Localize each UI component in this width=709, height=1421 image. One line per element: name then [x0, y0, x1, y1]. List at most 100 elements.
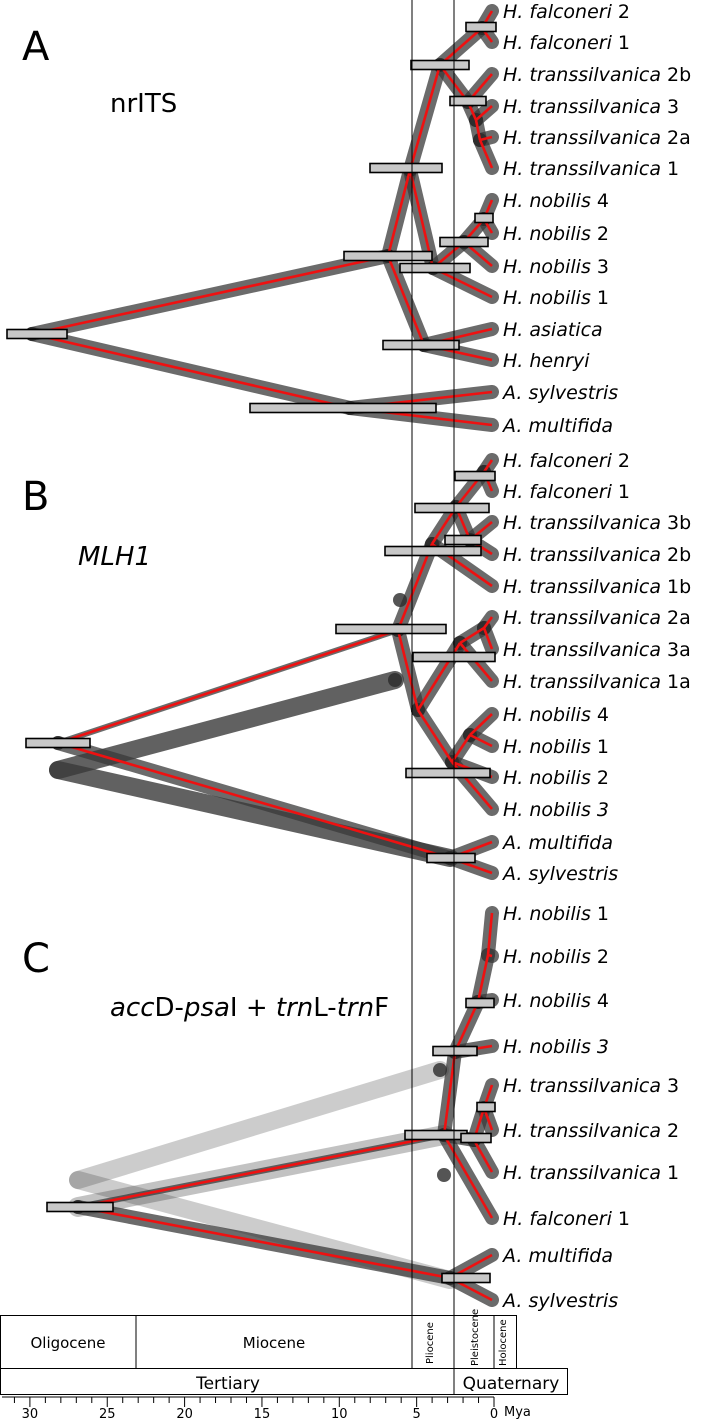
- consensus-branch: [479, 135, 493, 142]
- taxon-species: henryi: [529, 350, 590, 372]
- node-dot: [437, 1168, 451, 1182]
- taxon-species: nobilis: [529, 190, 591, 212]
- taxon-suffix: 3a: [661, 639, 691, 661]
- taxon-species: transsilvanica: [529, 1162, 661, 1184]
- taxon-label: H. nobilis 3: [503, 256, 609, 278]
- taxon-genus: H.: [503, 319, 529, 341]
- taxon-label: H. nobilis 1: [503, 287, 609, 309]
- node-age-bar: [444, 534, 482, 546]
- consensus-branch: [476, 954, 490, 1003]
- taxon-genus: H.: [503, 704, 529, 726]
- taxon-label: H. falconeri 1: [503, 1208, 630, 1230]
- taxon-suffix: 2: [591, 946, 609, 968]
- taxon-species: falconeri: [529, 32, 612, 54]
- taxon-species: nobilis: [529, 287, 591, 309]
- taxon-label: H. transsilvanica 3a: [503, 639, 691, 661]
- taxon-species: transsilvanica: [529, 576, 661, 598]
- taxon-label: H. nobilis 2: [503, 223, 609, 245]
- taxon-species: transsilvanica: [529, 1075, 661, 1097]
- taxon-genus: H.: [503, 32, 529, 54]
- consensus-branch: [486, 912, 494, 956]
- taxon-species: falconeri: [529, 450, 612, 472]
- taxon-suffix: 2: [612, 1, 630, 23]
- taxon-label: H. transsilvanica 2b: [503, 64, 691, 86]
- taxon-genus: H.: [503, 223, 529, 245]
- taxon-suffix: 1: [661, 1162, 679, 1184]
- panel-c-title-part: trn: [276, 993, 313, 1023]
- consensus-branch: [453, 1001, 480, 1053]
- taxon-genus: H.: [503, 576, 529, 598]
- taxon-genus: H.: [503, 158, 529, 180]
- taxon-label: H. nobilis 2: [503, 946, 609, 968]
- consensus-branch: [482, 616, 494, 629]
- taxon-genus: H.: [503, 736, 529, 758]
- panel-b-title: MLH1: [78, 542, 151, 572]
- consensus-branch: [482, 627, 494, 650]
- node-age-bar: [465, 21, 497, 33]
- consensus-branch: [386, 169, 412, 257]
- taxon-label: H. transsilvanica 2: [503, 1120, 679, 1142]
- taxon-genus: H.: [503, 1036, 529, 1058]
- epoch-pleistocene: Pleistocene: [470, 1309, 481, 1366]
- taxon-genus: A.: [501, 832, 528, 854]
- consensus-branch: [416, 709, 454, 763]
- node-age-bar: [369, 162, 443, 174]
- period-quaternary: Quaternary: [463, 1374, 560, 1394]
- node-age-bar: [410, 59, 470, 71]
- period-row: [0, 1368, 568, 1395]
- taxon-label: H. falconeri 1: [503, 481, 630, 503]
- taxon-label: H. transsilvanica 2b: [503, 544, 691, 566]
- taxon-genus: A.: [501, 382, 528, 404]
- node-age-bar: [474, 212, 494, 224]
- panel-c-title-part: L-: [313, 993, 336, 1023]
- consensus-branch: [408, 64, 442, 171]
- taxon-species: transsilvanica: [529, 512, 661, 534]
- taxon-suffix: 1: [612, 32, 630, 54]
- taxon-label: H. falconeri 2: [503, 450, 630, 472]
- taxon-label: H. nobilis 4: [503, 990, 609, 1012]
- taxon-suffix: 1a: [661, 671, 691, 693]
- taxon-genus: H.: [503, 450, 529, 472]
- panel-c-title: accD-psaI + trnL-trnF: [110, 993, 389, 1023]
- panel-c-title-part: acc: [110, 993, 155, 1023]
- taxon-genus: H.: [503, 799, 529, 821]
- taxon-species: nobilis: [529, 767, 591, 789]
- taxon-species: sylvestris: [528, 1290, 618, 1312]
- taxon-genus: H.: [503, 607, 529, 629]
- consensus-branch: [472, 1139, 494, 1173]
- node-age-bar: [382, 339, 460, 351]
- consensus-branch: [450, 734, 472, 763]
- consensus-branch: [31, 332, 351, 410]
- taxon-label: H. asiatica: [503, 319, 603, 341]
- taxon-suffix: 3b: [661, 512, 691, 534]
- taxon-suffix: 4: [591, 704, 609, 726]
- node-age-bar: [384, 545, 482, 557]
- taxon-species: nobilis: [529, 903, 591, 925]
- node-age-bar: [432, 1045, 478, 1057]
- taxon-label: H. transsilvanica 1b: [503, 576, 691, 598]
- taxon-species: transsilvanica: [529, 1120, 661, 1142]
- node-age-bar: [249, 402, 437, 414]
- consensus-branch: [442, 1051, 457, 1136]
- taxon-species: falconeri: [529, 1208, 612, 1230]
- axis-tick-label: 25: [99, 1407, 116, 1421]
- taxon-suffix: 2b: [661, 64, 691, 86]
- taxon-genus: H.: [503, 946, 529, 968]
- taxon-genus: H.: [503, 903, 529, 925]
- taxon-suffix: 3: [661, 96, 679, 118]
- taxon-suffix: 2b: [661, 544, 691, 566]
- consensus-branch: [77, 1133, 445, 1209]
- taxon-genus: A.: [501, 415, 528, 437]
- taxon-species: falconeri: [529, 481, 612, 503]
- taxon-genus: H.: [503, 767, 529, 789]
- taxon-species: transsilvanica: [529, 127, 661, 149]
- taxon-label: H. nobilis 4: [503, 190, 609, 212]
- taxon-species: transsilvanica: [529, 64, 661, 86]
- taxon-genus: A.: [501, 1245, 528, 1267]
- sample-branch: [49, 671, 404, 779]
- taxon-label: H. transsilvanica 1: [503, 1162, 679, 1184]
- panel-c-title-part: F: [374, 993, 389, 1023]
- axis-tick-label: 30: [22, 1407, 39, 1421]
- taxon-species: nobilis 3: [529, 1036, 609, 1058]
